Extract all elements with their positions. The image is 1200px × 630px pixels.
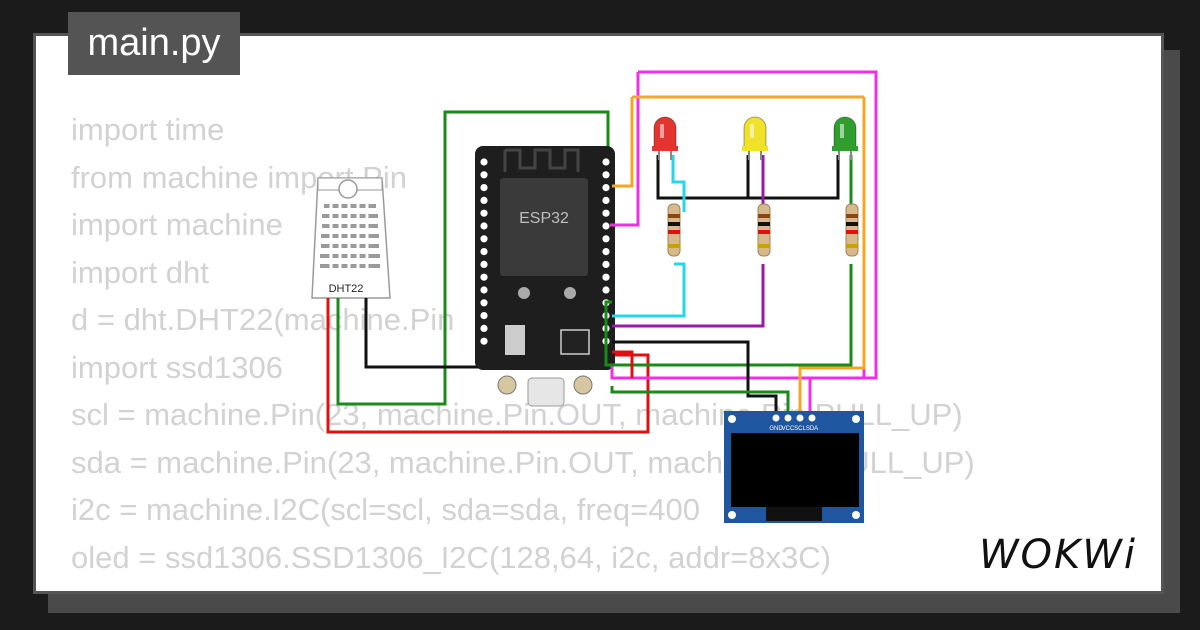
file-title: main.py [68,12,240,75]
code-line: oled = ssd1306.SSD1306_I2C(128,64, i2c, … [71,539,831,575]
esp32-pin[interactable] [602,273,610,281]
wire-red-esp [612,350,634,378]
wire-magenta-1 [610,70,878,380]
esp32-pin[interactable] [480,260,488,268]
code-line: import machine [71,207,283,242]
esp32-pin[interactable] [602,196,610,204]
esp32-pin[interactable] [480,324,488,332]
esp32-pin[interactable] [480,171,488,179]
code-line: import ssd1306 [71,349,283,385]
dht22-sensor[interactable]: DHT22 [311,177,391,299]
oled-pin[interactable] [772,414,780,422]
wokwi-logo: WOKWi [979,532,1137,578]
wire-magenta-2 [610,72,640,227]
esp32-label: ESP32 [519,210,569,227]
esp32-pin[interactable] [480,248,488,256]
esp32-pin[interactable] [480,184,488,192]
wire-black-oled-gnd [612,340,778,415]
wire-cyan-r1 [671,155,686,212]
oled-pin-label: GND [769,426,783,432]
dht22-hole [338,179,358,199]
esp32-pin[interactable] [602,184,610,192]
esp32-pin[interactable] [480,196,488,204]
svg-text:WOKWi: WOKWi [979,532,1137,578]
oled-pin[interactable] [796,414,804,422]
oled-pin[interactable] [808,414,816,422]
oled-pin-label: SDA [806,426,818,432]
wire-green-esp [604,264,853,367]
esp32-board[interactable]: ESP32 [475,146,615,407]
esp32-pin[interactable] [602,260,610,268]
led-red[interactable] [652,116,678,160]
oled-screen [731,433,859,507]
code-line: import dht [71,254,209,290]
oled-pin[interactable] [784,414,792,422]
oled-pin-label: SCL [794,426,806,432]
code-line: d = dht.DHT22(machine.Pin [71,302,455,337]
led-green[interactable] [832,116,858,160]
oled-pin-label: VCC [782,426,795,432]
resistor[interactable] [757,203,771,257]
esp32-pin[interactable] [480,235,488,243]
esp32-pin[interactable] [480,158,488,166]
esp32-pin[interactable] [480,222,488,230]
code-line: def display_text(): [71,581,975,591]
esp32-pin[interactable] [602,171,610,179]
esp32-pin[interactable] [480,299,488,307]
wire-black-gnd [364,298,484,369]
esp32-pin[interactable] [602,209,610,217]
code-line: sda = machine.Pin(23, machine.Pin.OUT, m… [71,444,975,480]
code-line: import time [71,112,225,147]
wire-orange-esp [612,97,634,188]
code-line: from machine import Pin [71,159,407,195]
esp32-pin[interactable] [602,235,610,243]
usb-port [527,377,565,407]
wire-cyan-esp [612,262,686,318]
resistor[interactable] [845,203,859,257]
esp32-pin[interactable] [480,286,488,294]
dht22-label: DHT22 [329,283,364,295]
code-background: import time from machine import Pin import… [71,106,975,591]
esp32-pin[interactable] [602,286,610,294]
esp32-pin[interactable] [602,222,610,230]
wire-purple-esp [612,264,765,328]
esp32-pin[interactable] [480,312,488,320]
wire-red-vcc [326,298,650,434]
code-line: i2c = machine.I2C(scl=scl, sda=sda, freq… [71,492,700,527]
esp32-pin[interactable] [480,209,488,217]
esp32-regulator [505,325,525,355]
esp32-chip [560,329,590,355]
esp32-pin[interactable] [480,337,488,345]
wire-green-oled-vcc [610,386,790,415]
esp32-pin[interactable] [602,248,610,256]
esp32-antenna [503,148,580,172]
esp32-pin[interactable] [602,158,610,166]
led-yellow[interactable] [742,116,768,160]
esp32-module [500,178,588,276]
esp32-pin[interactable] [480,273,488,281]
wire-orange-oled [798,97,866,415]
resistor[interactable] [667,203,681,257]
wire-green-dht-data [336,110,610,406]
